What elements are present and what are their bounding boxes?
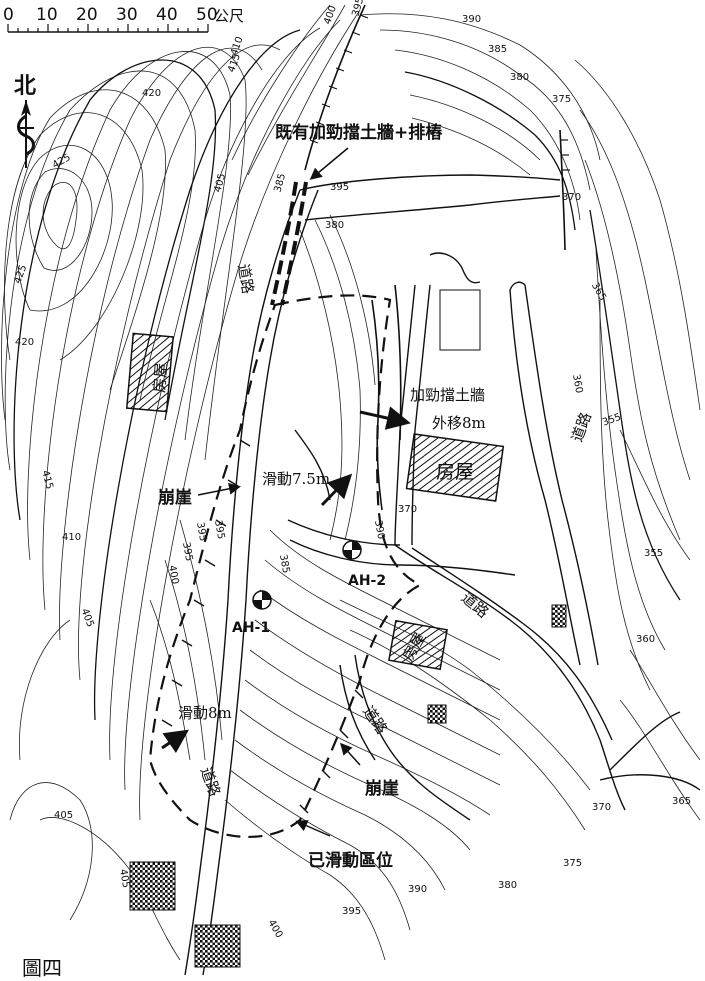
elevation-label: 405 [117, 868, 131, 889]
road-label: 道路 [234, 262, 257, 295]
contour-lines-east [359, 13, 701, 821]
elevation-label: 395 [351, 0, 367, 18]
elevation-label: 355 [644, 548, 663, 559]
elevation-label: 405 [213, 172, 229, 193]
elevation-label: 420 [142, 88, 161, 99]
elevation-label: 390 [408, 884, 427, 895]
slide-ticks [161, 439, 364, 814]
scale-unit: 公尺 [214, 7, 244, 25]
elevation-label: 390 [462, 14, 481, 25]
borehole-label: AH-2 [348, 573, 386, 589]
borehole-label: AH-1 [232, 620, 270, 636]
north-label: 北 [14, 73, 36, 99]
scale-tick: 10 [36, 5, 58, 25]
elevation-label: 375 [563, 858, 582, 869]
elevation-label: 380 [498, 880, 517, 891]
existing-wall-line [270, 181, 298, 306]
existing-wall-line-2 [280, 181, 308, 306]
scale-tick: 50 [196, 5, 218, 25]
elevation-label: 360 [570, 373, 584, 394]
contour-lines [1, 4, 361, 961]
existing-wall-label: 既有加勁擋土牆+排樁 [275, 122, 443, 143]
road-label: 道路 [458, 588, 493, 621]
road-label: 道路 [359, 703, 391, 738]
elevation-labels: 420 425 425 420 415 410 405 405 405 410 … [12, 0, 691, 940]
borehole-ah-2 [342, 540, 362, 560]
elevation-label: 395 [180, 541, 194, 562]
road-label: 道路 [197, 765, 224, 799]
elevation-label: 420 [15, 337, 34, 348]
house-block-west [125, 332, 174, 413]
elevation-label: 395 [342, 906, 361, 917]
elevation-label: 390 [372, 519, 386, 540]
cliff-label: 崩崖 [365, 778, 399, 799]
scale-tick: 40 [156, 5, 178, 25]
elevation-label: 415 [39, 469, 55, 490]
house-label: 房屋 [436, 461, 474, 483]
elevation-label: 385 [277, 554, 291, 575]
elevation-label: 375 [552, 94, 571, 105]
house-blocks [125, 289, 567, 968]
elevation-label: 385 [488, 44, 507, 55]
building-outline [439, 289, 481, 351]
elevation-label: 380 [325, 220, 344, 231]
elevation-label: 385 [273, 172, 289, 193]
elevation-label: 400 [265, 918, 284, 940]
wall-shift-label-1: 加勁擋土牆 [410, 386, 485, 404]
elevation-label: 400 [166, 564, 180, 585]
road-label: 道路 [568, 410, 595, 444]
elevation-label: 405 [54, 810, 73, 821]
elevation-label: 355 [601, 412, 623, 429]
scale-tick: 0 [3, 5, 14, 25]
house-block-south [388, 619, 448, 671]
grid-block [129, 861, 176, 911]
figure-caption: 圖四 [22, 956, 62, 980]
road-network [184, 174, 701, 976]
elevation-label: 370 [398, 504, 417, 515]
elevation-label: 405 [79, 607, 96, 629]
wall-shift-label-2: 外移8m [432, 414, 486, 432]
elevation-label: 365 [672, 796, 691, 807]
grid-block [194, 924, 241, 968]
elevation-label: 395 [212, 519, 226, 540]
borehole-ah-1 [252, 590, 272, 610]
scarp-lines [304, 4, 570, 511]
elevation-label: 400 [322, 4, 339, 26]
elevation-label: 365 [589, 281, 608, 303]
slide-8-label: 滑動8m [178, 704, 232, 722]
house-block-center [405, 433, 505, 502]
grid-block [427, 704, 447, 724]
elevation-label: 395 [330, 182, 349, 193]
slid-zone-label: 已滑動區位 [308, 850, 393, 871]
scale-tick: 20 [76, 5, 98, 25]
elevation-label: 370 [592, 802, 611, 813]
elevation-label: 425 [12, 264, 29, 286]
elevation-label: 410 [62, 532, 81, 543]
elevation-label: 370 [562, 192, 581, 203]
grid-block [551, 604, 567, 628]
elevation-label: 395 [194, 521, 208, 542]
slid-zone-boundary [148, 294, 423, 838]
cliff-label: 崩崖 [158, 487, 192, 508]
elevation-label: 360 [636, 634, 655, 645]
house-label: 房屋 [150, 362, 171, 393]
north-arrow: 北 [14, 73, 36, 168]
scale-tick: 30 [116, 5, 138, 25]
elevation-label: 415 [226, 52, 243, 74]
arrows [161, 147, 411, 837]
slide-75-label: 滑動7.5m [262, 470, 330, 488]
scale-bar: 0 10 20 30 40 50 公尺 [3, 5, 244, 33]
elevation-label: 380 [510, 72, 529, 83]
